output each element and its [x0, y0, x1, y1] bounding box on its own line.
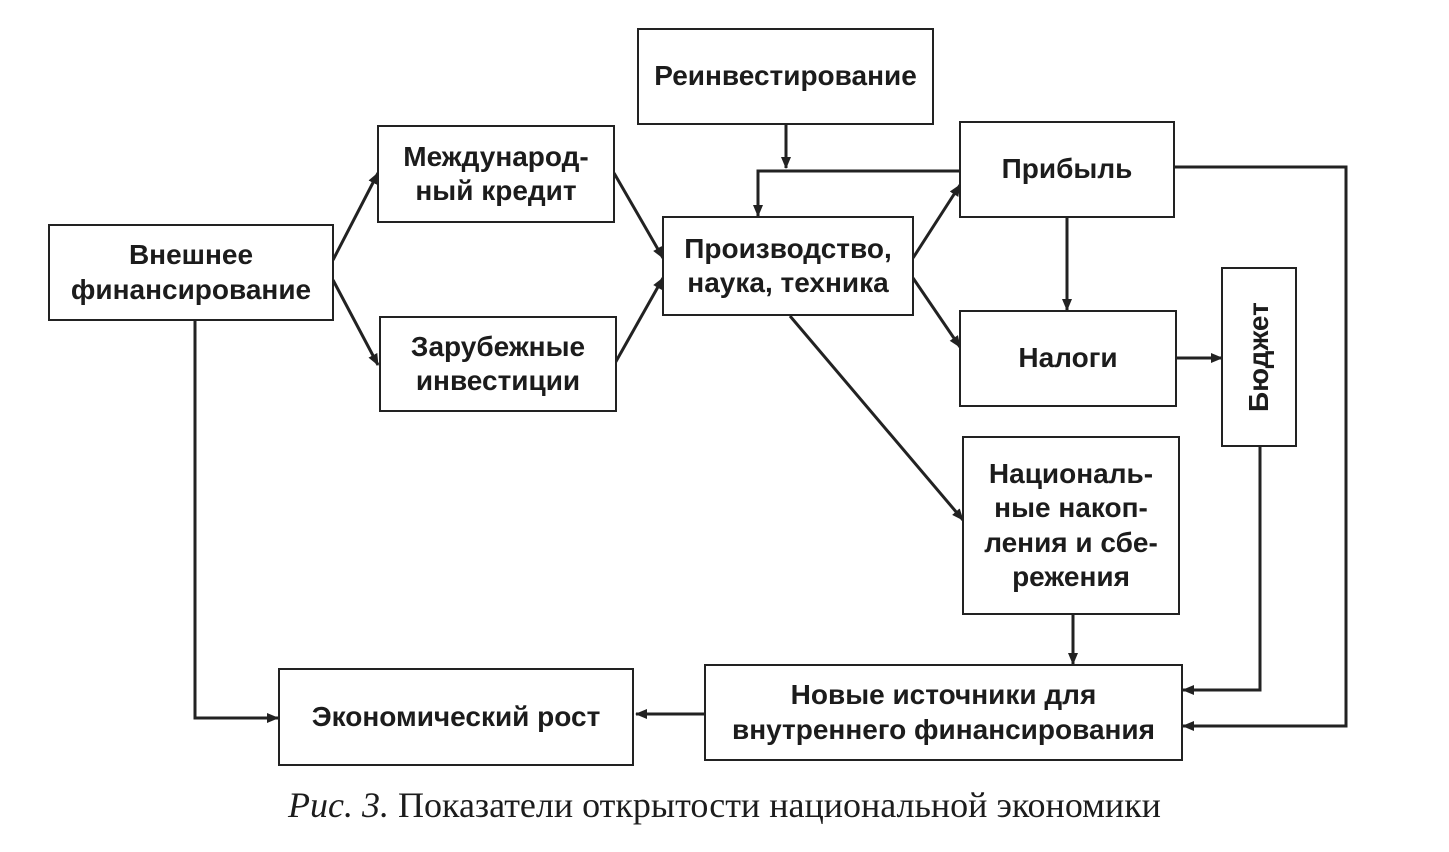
box-budget: Бюджет: [1221, 267, 1297, 447]
box-production: Производство, наука, техника: [662, 216, 914, 316]
box-foreign-investment: Зарубежные инвестиции: [379, 316, 617, 412]
box-international-credit: Международ- ный кредит: [377, 125, 615, 223]
caption-number: Рис. 3.: [288, 785, 389, 825]
figure-caption: Рис. 3. Показатели открытости национальн…: [0, 784, 1449, 826]
arrow-external-to-investment: [331, 279, 380, 366]
arrow-external-to-growth: [193, 320, 279, 723]
arrow-external-to-credit: [331, 172, 380, 261]
arrow-investment-to-production: [612, 277, 665, 366]
caption-text: Показатели открытости национальной эконо…: [389, 785, 1161, 825]
arrow-profit-to-new-sources: [1175, 165, 1348, 731]
arrow-production-to-savings: [788, 315, 965, 521]
arrow-profit-to-production: [753, 169, 960, 217]
box-new-sources: Новые источники для внутреннего финансир…: [704, 664, 1183, 761]
box-reinvestment: Реинвестирование: [637, 28, 934, 125]
box-profit: Прибыль: [959, 121, 1175, 218]
arrow-production-to-taxes: [911, 277, 962, 348]
arrow-credit-to-production: [612, 172, 665, 259]
arrow-budget-to-new-sources: [1182, 447, 1262, 695]
arrow-production-to-profit: [911, 184, 962, 259]
box-external-financing: Внешнее финансирование: [48, 224, 334, 321]
box-national-savings: Националь- ные накоп- ления и сбе- режен…: [962, 436, 1180, 615]
box-taxes: Налоги: [959, 310, 1177, 407]
box-economic-growth: Экономический рост: [278, 668, 634, 766]
budget-label: Бюджет: [1242, 302, 1274, 412]
